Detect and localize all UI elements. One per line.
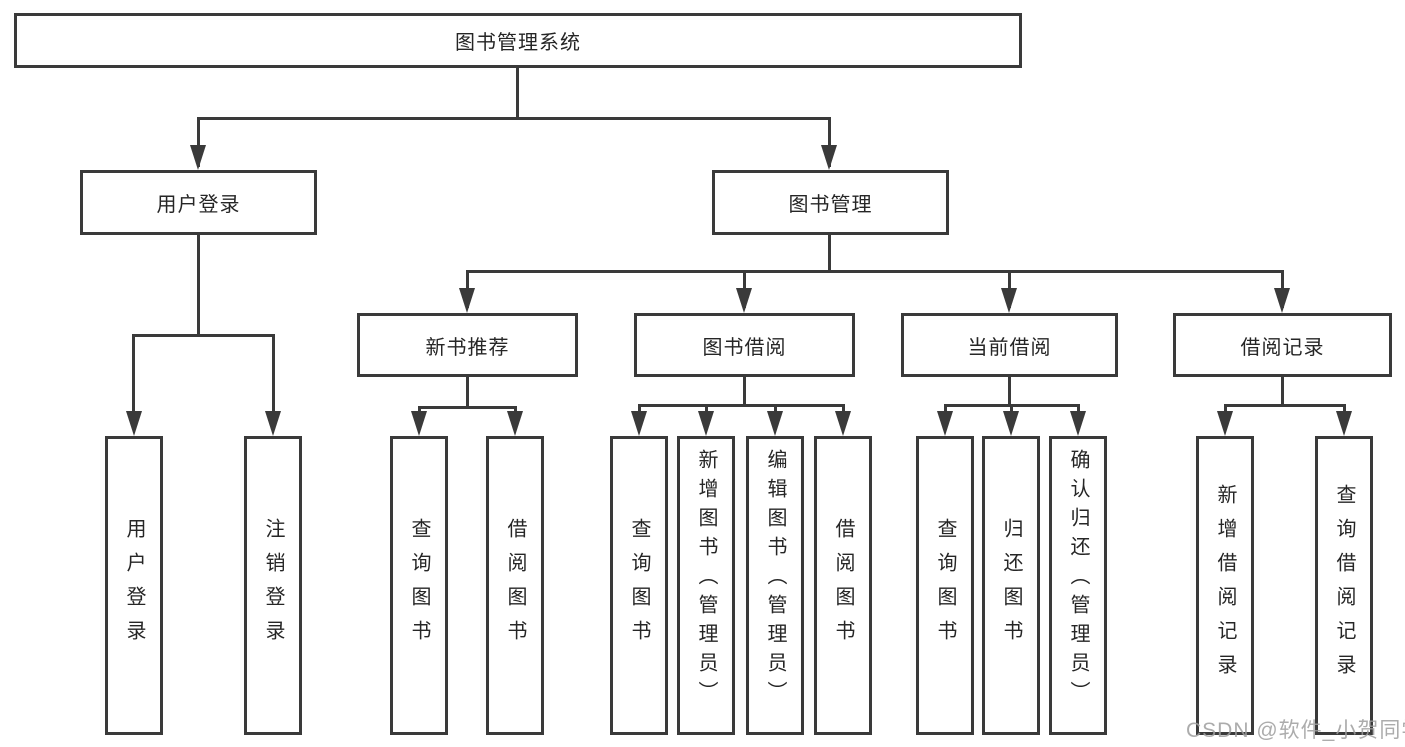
arrow-down-icon <box>1070 411 1086 436</box>
leaf-borrow-books-label: 借阅图书 <box>832 517 854 654</box>
leaf-confirm-return-admin-label: 确认归还（管理员） <box>1067 449 1089 710</box>
leaf-query-books-borrow-label: 查询图书 <box>628 517 650 654</box>
leaf-query-books-recommend: 查询图书 <box>390 436 448 735</box>
leaf-user-login-label: 用户登录 <box>123 517 145 654</box>
arrow-down-icon <box>1217 411 1233 436</box>
connector-line <box>197 117 831 120</box>
csdn-watermark: CSDN @软件_小贺同学 <box>1186 719 1405 742</box>
connector-line <box>1281 377 1284 406</box>
arrow-down-icon <box>507 411 523 436</box>
leaf-query-books-current: 查询图书 <box>916 436 974 735</box>
leaf-user-login: 用户登录 <box>105 436 163 735</box>
leaf-return-book: 归还图书 <box>982 436 1040 735</box>
leaf-borrow-books: 借阅图书 <box>814 436 872 735</box>
connector-line <box>828 235 831 273</box>
arrow-down-icon <box>1001 288 1017 313</box>
arrow-down-icon <box>767 411 783 436</box>
leaf-add-borrow-record-label: 新增借阅记录 <box>1214 483 1236 688</box>
leaf-confirm-return-admin: 确认归还（管理员） <box>1049 436 1107 735</box>
leaf-add-book-admin: 新增图书（管理员） <box>677 436 735 735</box>
node-borrow-records-label: 借阅记录 <box>1240 336 1325 359</box>
node-root-label: 图书管理系统 <box>455 32 581 54</box>
leaf-query-books-recommend-label: 查询图书 <box>408 517 430 654</box>
connector-line <box>743 377 746 406</box>
arrow-down-icon <box>190 145 206 170</box>
arrow-down-icon <box>937 411 953 436</box>
connector-line <box>638 404 845 407</box>
arrow-down-icon <box>835 411 851 436</box>
connector-line <box>1224 404 1346 407</box>
arrow-down-icon <box>265 411 281 436</box>
leaf-edit-book-admin: 编辑图书（管理员） <box>746 436 804 735</box>
arrow-down-icon <box>698 411 714 436</box>
arrow-down-icon <box>411 411 427 436</box>
connector-line <box>418 406 517 409</box>
leaf-add-book-admin-label: 新增图书（管理员） <box>695 449 717 710</box>
node-book-borrow-label: 图书借阅 <box>702 336 787 359</box>
branch-user-login: 用户登录 <box>80 170 317 235</box>
arrow-down-icon <box>821 145 837 170</box>
leaf-edit-book-admin-label: 编辑图书（管理员） <box>764 449 786 710</box>
node-root: 图书管理系统 <box>14 13 1022 68</box>
leaf-return-book-label: 归还图书 <box>1000 517 1022 654</box>
connector-line <box>828 117 831 167</box>
leaf-query-borrow-record-label: 查询借阅记录 <box>1333 483 1355 688</box>
node-borrow-records: 借阅记录 <box>1173 313 1392 377</box>
connector-line <box>197 235 200 336</box>
node-current-borrow-label: 当前借阅 <box>967 336 1052 359</box>
arrow-down-icon <box>1336 411 1352 436</box>
leaf-logout-label: 注销登录 <box>262 517 284 654</box>
node-new-book-recommend-label: 新书推荐 <box>425 336 510 359</box>
node-book-borrow: 图书借阅 <box>634 313 855 377</box>
node-current-borrow: 当前借阅 <box>901 313 1118 377</box>
arrow-down-icon <box>736 288 752 313</box>
connector-line <box>466 377 469 408</box>
connector-line <box>132 334 275 337</box>
leaf-add-borrow-record: 新增借阅记录 <box>1196 436 1254 735</box>
leaf-logout: 注销登录 <box>244 436 302 735</box>
leaf-borrow-books-recommend: 借阅图书 <box>486 436 544 735</box>
connector-line <box>1008 377 1011 406</box>
branch-user-login-label: 用户登录 <box>156 194 241 216</box>
leaf-query-books-current-label: 查询图书 <box>934 517 956 654</box>
arrow-down-icon <box>459 288 475 313</box>
arrow-down-icon <box>1274 288 1290 313</box>
leaf-borrow-books-recommend-label: 借阅图书 <box>504 517 526 654</box>
arrow-down-icon <box>1003 411 1019 436</box>
connector-line <box>197 117 200 167</box>
connector-line <box>466 270 1284 273</box>
connector-line <box>272 334 275 430</box>
branch-book-management-label: 图书管理 <box>788 194 873 216</box>
branch-book-management: 图书管理 <box>712 170 949 235</box>
arrow-down-icon <box>631 411 647 436</box>
arrow-down-icon <box>126 411 142 436</box>
connector-line <box>132 334 135 430</box>
leaf-query-books-borrow: 查询图书 <box>610 436 668 735</box>
connector-line <box>516 68 519 120</box>
node-new-book-recommend: 新书推荐 <box>357 313 578 377</box>
leaf-query-borrow-record: 查询借阅记录 <box>1315 436 1373 735</box>
